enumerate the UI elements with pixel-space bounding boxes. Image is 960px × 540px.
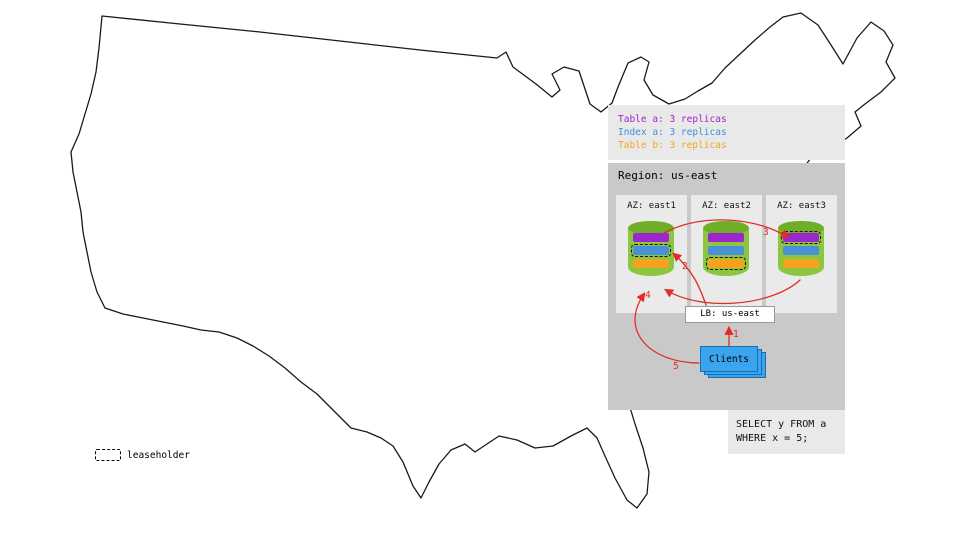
flow-step-1: 1 [733,329,739,340]
az-east1-label: AZ: east1 [627,201,676,211]
cylinder-top [628,221,674,235]
az-east2: AZ: east2 [691,195,762,313]
leaseholder-dashed-swatch [95,449,121,461]
region-panel: Region: us-east AZ: east1 AZ: east2 [608,163,845,410]
db-node-cylinder-east2 [703,221,749,283]
db-node-cylinder-east3 [778,221,824,283]
leaseholder-key: leaseholder [95,449,190,461]
db-node-cylinder-east1 [628,221,674,283]
leaseholder-key-label: leaseholder [127,449,190,461]
replica-band-index-a [708,246,744,255]
az-east2-label: AZ: east2 [702,201,751,211]
sql-line-1: SELECT y FROM a [736,419,827,430]
sql-line-2: WHERE x = 5; [736,433,809,444]
replica-band-table-b-leaseholder [706,257,746,270]
clients-box: Clients [700,346,766,378]
flow-step-2: 2 [682,261,688,272]
legend-item-index-a: Index a: 3 replicas [618,127,727,138]
replica-band-table-a-leaseholder [781,231,821,244]
flow-step-4: 4 [645,290,651,301]
replica-band-table-b [633,259,669,268]
az-east3-label: AZ: east3 [777,201,826,211]
flow-step-3: 3 [763,227,769,238]
clients-front: Clients [700,346,758,372]
flow-step-5: 5 [673,361,679,372]
legend-item-table-b: Table b: 3 replicas [618,140,727,151]
region-title: Region: us-east [618,169,718,182]
replica-band-table-a [633,233,669,242]
replica-band-table-a [708,233,744,242]
replica-legend: Table a: 3 replicas Index a: 3 replicas … [608,105,845,160]
replica-band-index-a-leaseholder [631,244,671,257]
sql-query-box: SELECT y FROM a WHERE x = 5; [728,410,845,454]
load-balancer: LB: us-east [685,306,775,323]
replica-band-index-a [783,246,819,255]
az-east1: AZ: east1 [616,195,687,313]
replica-band-table-b [783,259,819,268]
az-east3: AZ: east3 [766,195,837,313]
legend-item-table-a: Table a: 3 replicas [618,114,727,125]
